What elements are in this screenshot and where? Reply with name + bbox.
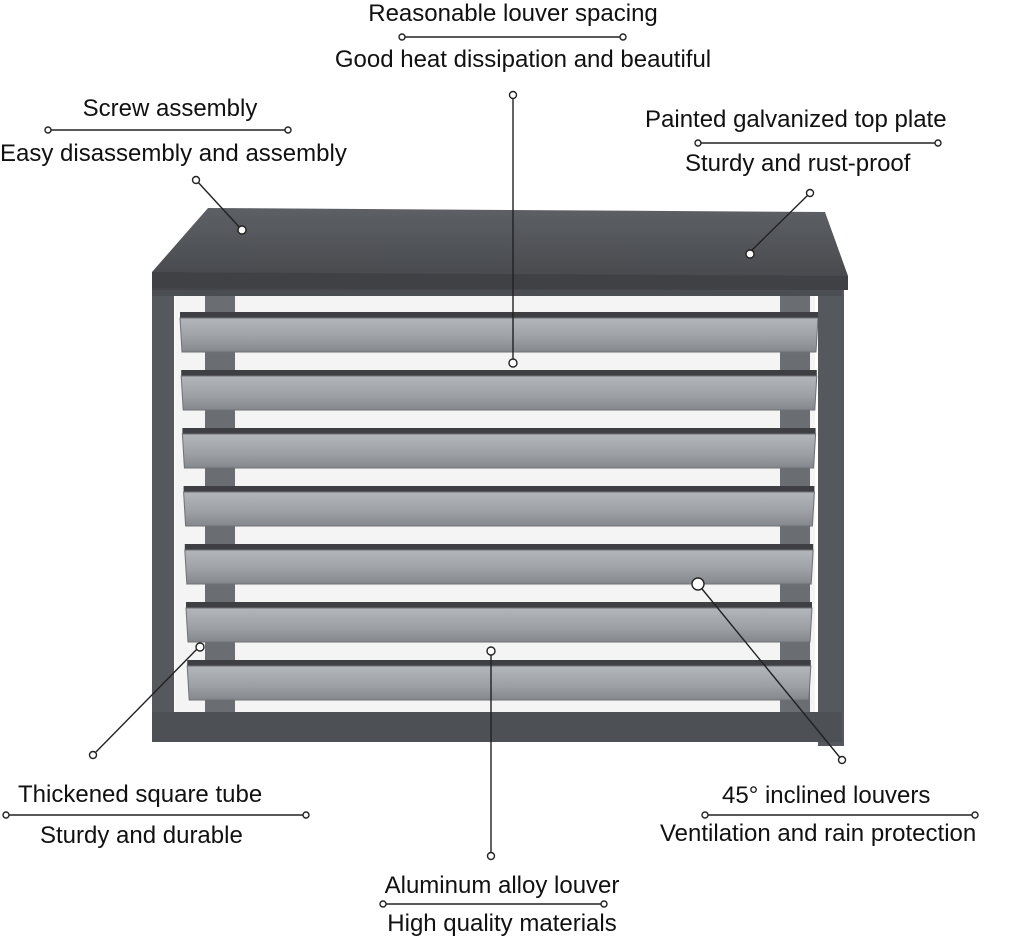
- louver-spacing-subtitle: Good heat dissipation and beautiful: [334, 46, 712, 73]
- callout-dots: [2, 33, 979, 908]
- inclined-louvers-subtitle: Ventilation and rain protection: [660, 820, 977, 847]
- leader-lines: [6, 36, 975, 905]
- louver-slat: [181, 433, 817, 469]
- inclined-louvers-title: 45° inclined louvers: [722, 782, 931, 809]
- louver-shadow: [181, 370, 817, 376]
- louver-slat: [179, 317, 819, 353]
- aluminum-louver-subtitle: High quality materials: [387, 910, 617, 937]
- louver-slat: [186, 665, 812, 701]
- screw-assembly-title: Screw assembly: [82, 95, 258, 122]
- louver-slat: [183, 491, 815, 527]
- louver-shadow: [186, 602, 812, 608]
- louver-slat: [184, 549, 814, 585]
- top-plate-title: Painted galvanized top plate: [645, 106, 947, 133]
- screw-assembly-subtitle: Easy disassembly and assembly: [0, 140, 347, 167]
- louver-shadow: [180, 312, 818, 318]
- louver-shadow: [187, 660, 811, 666]
- louver-shadow: [184, 544, 814, 550]
- square-tube-title: Thickened square tube: [18, 781, 263, 808]
- louver-shadow: [182, 428, 816, 434]
- louver-spacing-title: Reasonable louver spacing: [368, 0, 658, 27]
- louver-shadow: [183, 486, 815, 492]
- louver-slat: [180, 375, 818, 411]
- top-plate: [152, 208, 848, 290]
- top-plate-subtitle: Sturdy and rust-proof: [685, 150, 911, 177]
- square-tube-subtitle: Sturdy and durable: [40, 822, 243, 849]
- louver-group: [179, 312, 819, 701]
- aluminum-louver-title: Aluminum alloy louver: [384, 872, 620, 899]
- louver-slat: [185, 607, 813, 643]
